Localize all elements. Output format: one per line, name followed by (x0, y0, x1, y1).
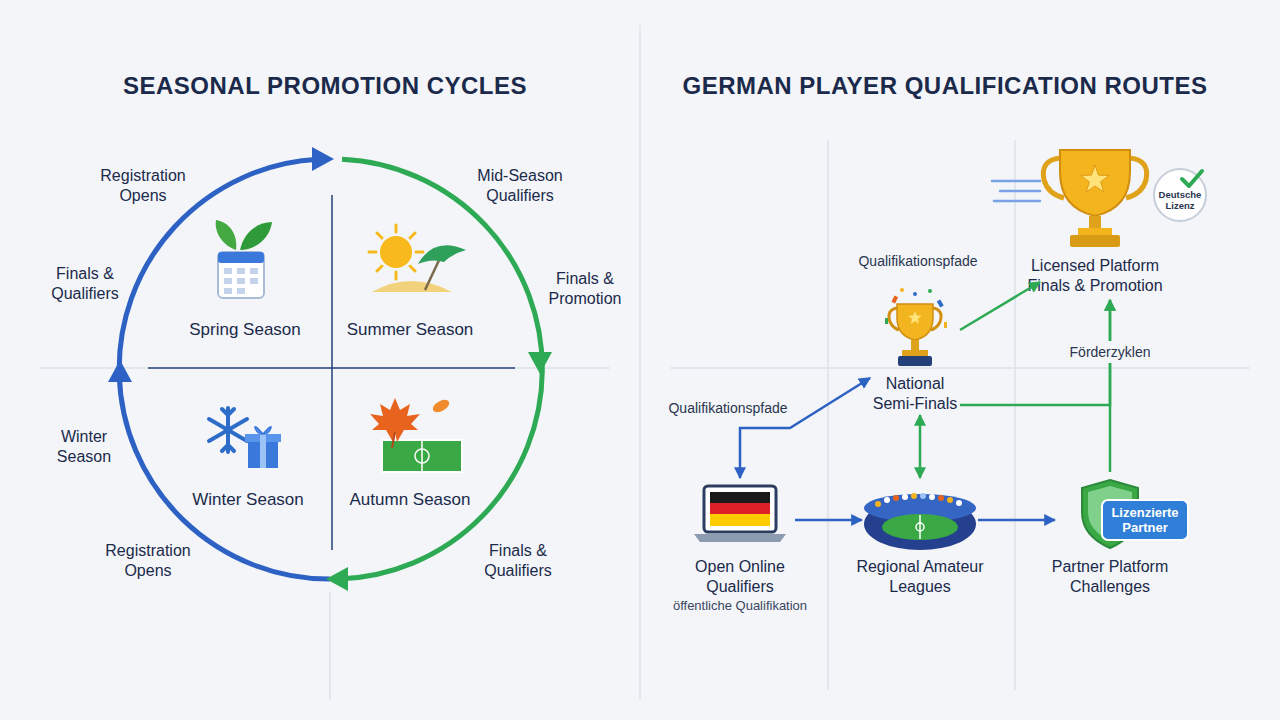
node-subtitle: öffentliche Qualifikation (645, 597, 835, 615)
text-group: Winter Season (173, 489, 323, 511)
node-label: Autumn Season (335, 489, 485, 511)
node-label: Regional Amateur Leagues (845, 557, 995, 597)
season-quadrant: Winter Season (183, 405, 313, 515)
season-quadrant: Summer Season (345, 230, 475, 345)
node-label: Lizenzierte Partner (1102, 505, 1188, 535)
text-group: Regional Amateur Leagues (835, 557, 1005, 597)
check-mark (1182, 171, 1202, 186)
panel-title: GERMAN PLAYER QUALIFICATION ROUTES (655, 71, 1235, 101)
edge-label: Qualifikationspfade (665, 397, 790, 419)
cycle-label: Finals & Qualifiers (473, 541, 563, 581)
badge-circle (1154, 169, 1206, 221)
flow-connector (978, 519, 1055, 522)
cycle-label: Winter Season (47, 427, 122, 467)
text-group: Spring Season (170, 319, 320, 341)
node-label: Winter Season (173, 489, 323, 511)
text-group: Autumn Season (335, 489, 485, 511)
flow-connector (919, 415, 922, 478)
node-label: Partner Platform Challenges (1035, 557, 1185, 597)
final-stage: Licensed Platform Finals & PromotionDeut… (1040, 140, 1150, 300)
node-label: National Semi-Finals (865, 374, 965, 414)
partner-badge: Lizenzierte Partner (1072, 478, 1190, 550)
route-stage: Partner Platform ChallengesLizenzierte P… (1055, 472, 1165, 622)
badge-plate (1102, 500, 1188, 540)
cycle-label: Mid-Season Qualifiers (465, 166, 575, 206)
text-group: Deutsche Lizenz (1154, 189, 1206, 211)
license-badge: Deutsche Lizenz (1152, 167, 1208, 223)
text-group: National Semi-Finals (850, 374, 980, 414)
cycle-label: Registration Opens (86, 166, 201, 206)
node-label: Licensed Platform Finals & Promotion (1010, 256, 1180, 296)
flow-connector (795, 519, 862, 522)
flow-connector (960, 282, 1040, 330)
node-label: Deutsche Lizenz (1154, 189, 1206, 211)
route-note: Qualifikationspfade (818, 252, 1018, 270)
node-label: Open Online Qualifiers (675, 557, 805, 597)
node-label: Summer Season (335, 319, 485, 341)
cycle-label: Finals & Promotion (538, 269, 633, 309)
node-label: Spring Season (170, 319, 320, 341)
flow-connector (740, 378, 870, 478)
text-group: Summer Season (335, 319, 485, 341)
text-group: Lizenzierte Partner (1102, 505, 1188, 535)
text-group: Open Online Qualifiersöffentliche Qualif… (645, 557, 835, 615)
panel-title: SEASONAL PROMOTION CYCLES (65, 71, 585, 101)
text-group: Partner Platform Challenges (1025, 557, 1195, 597)
season-quadrant: Spring Season (180, 230, 310, 345)
season-quadrant: Autumn Season (345, 405, 475, 515)
text-group: Licensed Platform Finals & Promotion (1005, 256, 1185, 296)
cycle-label: Finals & Qualifiers (40, 264, 130, 304)
edge-label: Förderzyklen (1067, 341, 1154, 363)
route-stage: National Semi-Finals (870, 290, 960, 415)
flow-connector (1109, 300, 1112, 472)
route-stage: Regional Amateur Leagues (862, 478, 978, 618)
cycle-label: Registration Opens (91, 541, 206, 581)
route-stage: Open Online Qualifiersöffentliche Qualif… (685, 478, 795, 628)
